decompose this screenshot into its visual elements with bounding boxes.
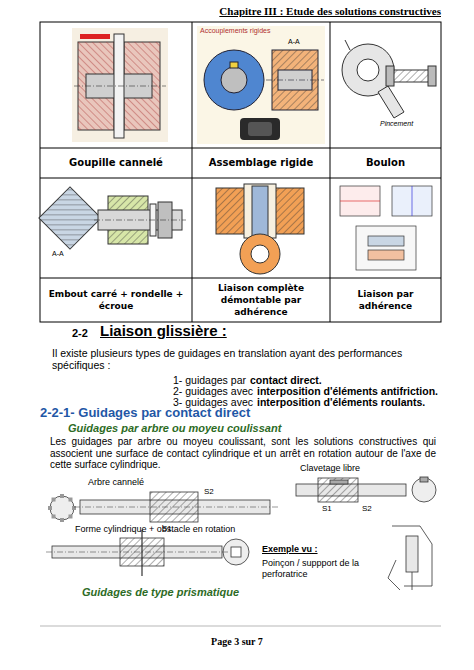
caption-text: Goupille cannelé [69, 156, 163, 170]
paragraph: Les guidages par arbre ou moyeu coulissa… [50, 436, 436, 471]
surface-label: S2 [362, 504, 372, 514]
page-footer: Page 3 sur 7 [0, 636, 474, 648]
list-item-bold: interposition d'éléments roulants. [257, 396, 425, 409]
table-caption-cell: Boulon [332, 149, 439, 177]
surface-label: S1 [322, 504, 332, 514]
section-heading: Liaison glissière : [100, 322, 227, 340]
table-caption-cell: Goupille cannelé [42, 149, 190, 177]
section-label: A-A [288, 38, 300, 46]
sub-subheading: Guidages de type prismatique [82, 586, 239, 599]
paragraph: Il existe plusieurs types de guidages en… [52, 347, 428, 371]
sub-subheading: Guidages par arbre ou moyeu coulissant [68, 422, 281, 435]
caption-text: Liaison par adhérence [332, 288, 439, 312]
square-end-figure [39, 187, 186, 249]
footer-rule [40, 626, 441, 627]
figure-label: Poinçon / suppport de la perforatrice [262, 558, 380, 580]
figure-label: Clavetage libre [300, 463, 360, 474]
splined-shaft-figure [48, 492, 278, 522]
caption-text: Embout carré + rondelle + écroue [42, 288, 190, 312]
friction-joint-figure [340, 186, 432, 270]
figure-label: Pincement [380, 120, 413, 128]
caption-text: Assemblage rigide [209, 156, 314, 170]
section-label: A-A [52, 250, 64, 258]
section-number: 2-2 [72, 327, 88, 340]
table-caption-cell: Assemblage rigide [194, 149, 328, 177]
figure-label: Forme cylindrique + obstacle en rotation [75, 524, 235, 535]
table-grid [40, 22, 441, 322]
table-caption-cell: Liaison complète démontable par adhérenc… [194, 279, 328, 321]
clamp-hub-figure [216, 184, 304, 274]
figure-label: Exemple vu : [262, 544, 318, 555]
bolt-figure [342, 40, 436, 118]
splined-pin-figure [72, 28, 168, 142]
caption-text: Liaison complète démontable par adhérenc… [194, 282, 328, 318]
chapter-title: Chapitre III : Etude des solutions const… [219, 5, 441, 17]
subsection-heading: 2-2-1- Guidages par contact direct [40, 405, 250, 421]
cylinder-obstacle-figure [46, 530, 249, 576]
surface-label: S2 [204, 487, 214, 497]
punch-figure [388, 526, 432, 590]
rigid-coupling-figure [197, 26, 325, 144]
table-caption-cell: Liaison par adhérence [332, 279, 439, 321]
caption-text: Boulon [366, 156, 405, 170]
free-key-figure [296, 477, 436, 502]
surface-label: S1 [162, 524, 172, 534]
figure-label: Arbre cannelé [88, 477, 144, 488]
table-caption-cell: Embout carré + rondelle + écroue [42, 279, 190, 321]
figure-label: Accouplements rigides [200, 27, 270, 35]
